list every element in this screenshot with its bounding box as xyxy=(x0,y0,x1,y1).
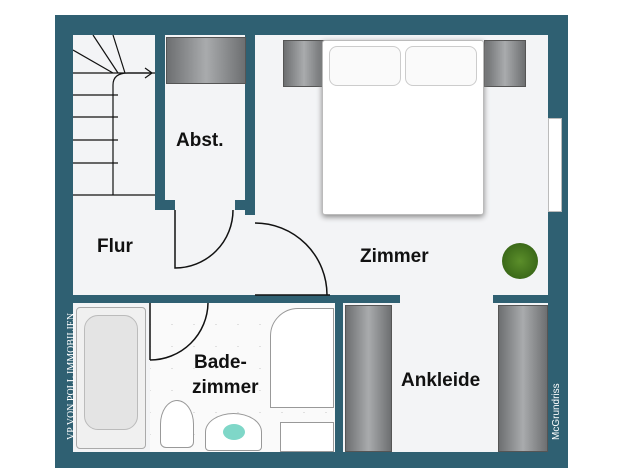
bathtub xyxy=(76,307,146,449)
room-label-bedroom: Zimmer xyxy=(360,246,429,267)
wardrobe-left xyxy=(345,305,392,452)
window xyxy=(548,118,562,212)
storage-wall xyxy=(245,35,255,215)
logo: VP VON POLL IMMOBILIEN xyxy=(66,312,77,440)
pillow-right xyxy=(405,46,477,86)
cabinet xyxy=(280,422,334,452)
bedroom-wall-b xyxy=(255,295,400,303)
room-label-storage: Abst. xyxy=(176,130,224,151)
storage-shelf xyxy=(166,37,246,84)
room-label-dressing: Ankleide xyxy=(401,370,481,391)
room-label-bathroom-2: zimmer xyxy=(192,377,259,398)
hall-wall-right xyxy=(235,200,255,210)
staircase xyxy=(73,35,155,196)
bedroom-wall-c xyxy=(493,295,548,303)
pillow-left xyxy=(329,46,401,86)
sink xyxy=(205,413,262,451)
room-label-hall: Flur xyxy=(97,236,133,257)
bedroom-wall-a xyxy=(73,295,331,303)
nightstand-right xyxy=(484,40,526,87)
bath-wall xyxy=(335,303,343,452)
room-label-bathroom-1: Bade- xyxy=(194,352,247,373)
stair-wall xyxy=(155,35,165,210)
wardrobe-right xyxy=(498,305,548,452)
toilet xyxy=(160,400,194,448)
credit: McGrundriss xyxy=(551,383,562,440)
plant-icon xyxy=(502,243,538,279)
shower xyxy=(270,308,334,408)
hall-wall-left xyxy=(155,200,175,210)
